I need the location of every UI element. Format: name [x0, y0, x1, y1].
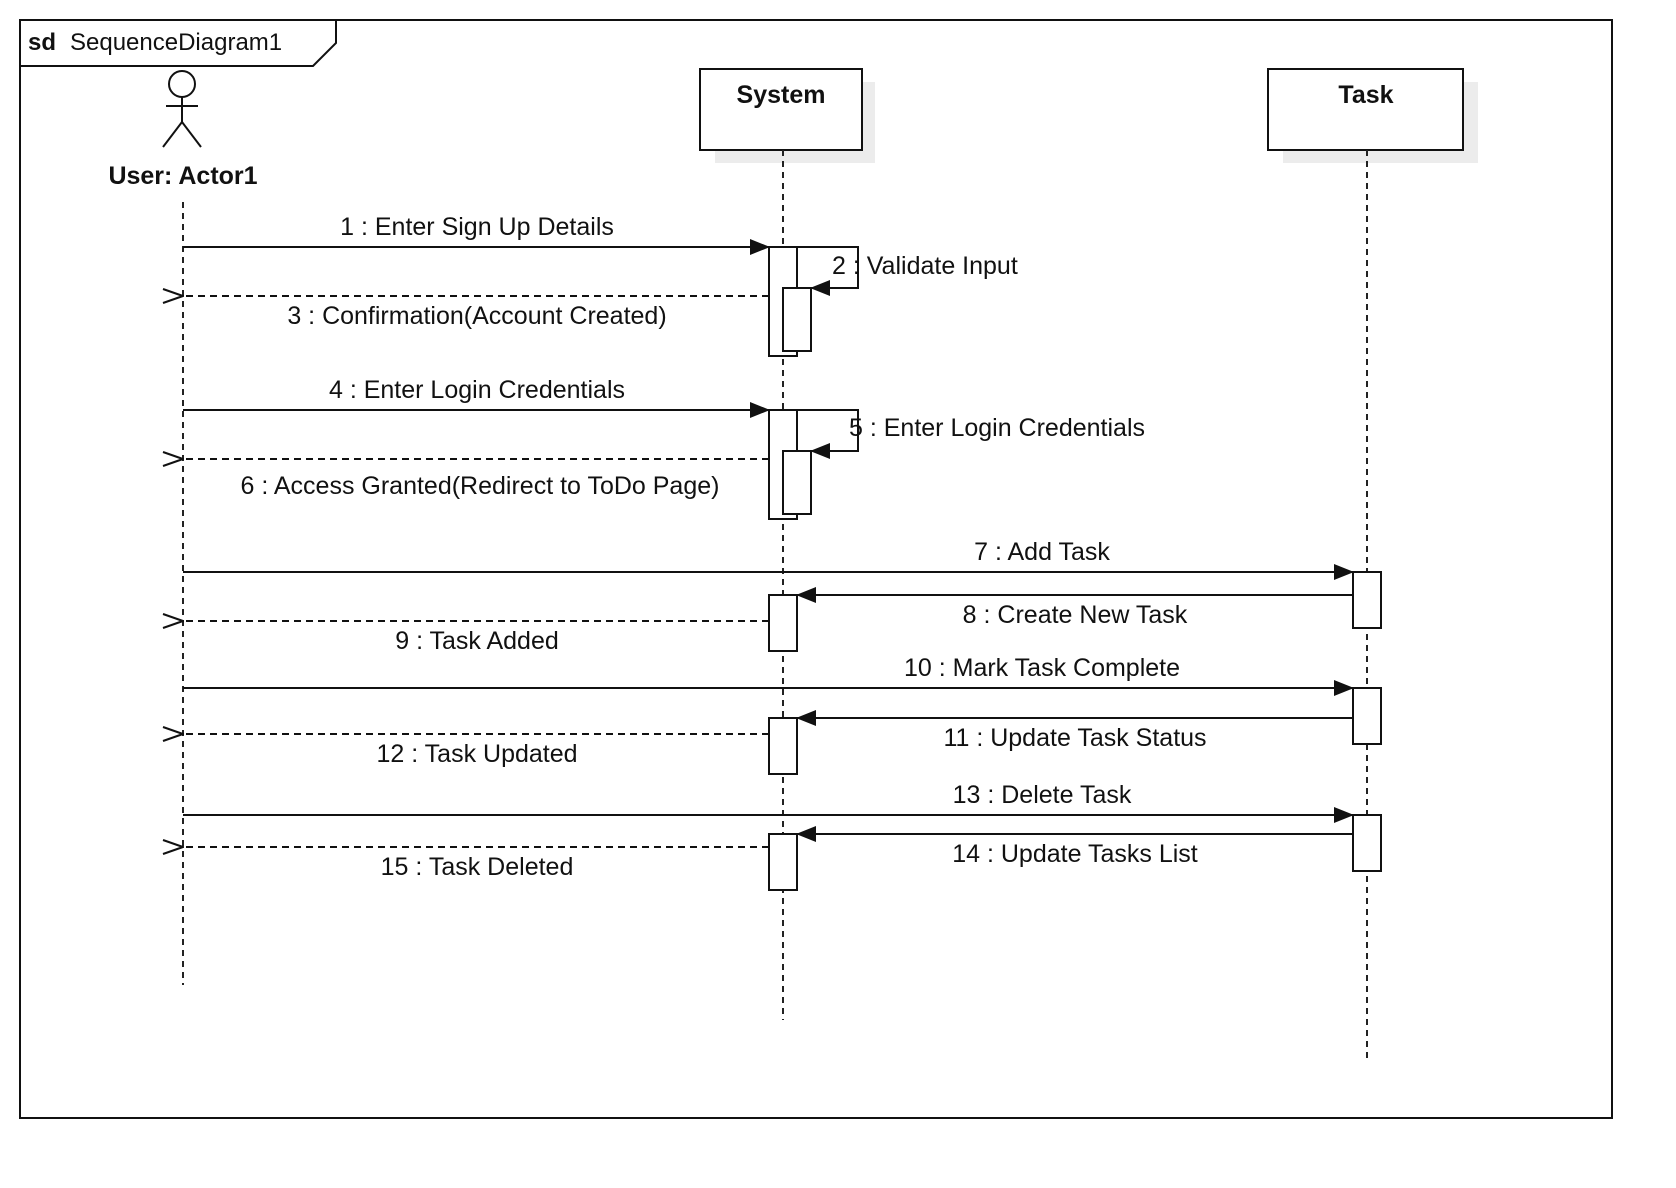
frame-title: SequenceDiagram1 [70, 29, 282, 56]
diagram-frame [19, 19, 1613, 1119]
system-activation-4 [768, 717, 798, 775]
actor-user: User: Actor1 [108, 70, 258, 190]
message-8-label: 8 : Create New Task [963, 601, 1188, 629]
task-activation-3 [1352, 814, 1382, 872]
message-10-label: 10 : Mark Task Complete [904, 654, 1180, 682]
system-lifeline-label: System [737, 81, 826, 109]
message-3-label: 3 : Confirmation(Account Created) [287, 302, 666, 330]
message-1-label: 1 : Enter Sign Up Details [340, 213, 614, 241]
system-activation-5 [768, 833, 798, 891]
message-2-label: 2 : Validate Input [832, 252, 1018, 280]
message-9-label: 9 : Task Added [395, 627, 559, 655]
system-activation-2-nested [782, 450, 812, 515]
actor-label: User: Actor1 [108, 162, 257, 190]
system-lifeline-head [699, 68, 863, 151]
task-lifeline-label: Task [1338, 81, 1393, 109]
message-15-label: 15 : Task Deleted [381, 853, 574, 881]
message-11-label: 11 : Update Task Status [943, 724, 1206, 752]
task-activation-1 [1352, 571, 1382, 629]
task-lifeline-head [1267, 68, 1464, 151]
message-14-label: 14 : Update Tasks List [952, 840, 1198, 868]
message-5-label: 5 : Enter Login Credentials [849, 414, 1145, 442]
message-5-arrow [797, 409, 859, 459]
frame-title-tab [20, 20, 337, 67]
message-2-arrow [797, 246, 859, 296]
message-12-label: 12 : Task Updated [376, 740, 577, 768]
message-4-label: 4 : Enter Login Credentials [329, 376, 625, 404]
message-7-label: 7 : Add Task [974, 538, 1110, 566]
system-activation-1-nested [782, 287, 812, 352]
actor-head [168, 70, 196, 98]
message-6-label: 6 : Access Granted(Redirect to ToDo Page… [241, 472, 720, 500]
frame-keyword: sd [28, 29, 56, 56]
system-activation-3 [768, 594, 798, 652]
message-13-label: 13 : Delete Task [953, 781, 1132, 809]
task-activation-2 [1352, 687, 1382, 745]
